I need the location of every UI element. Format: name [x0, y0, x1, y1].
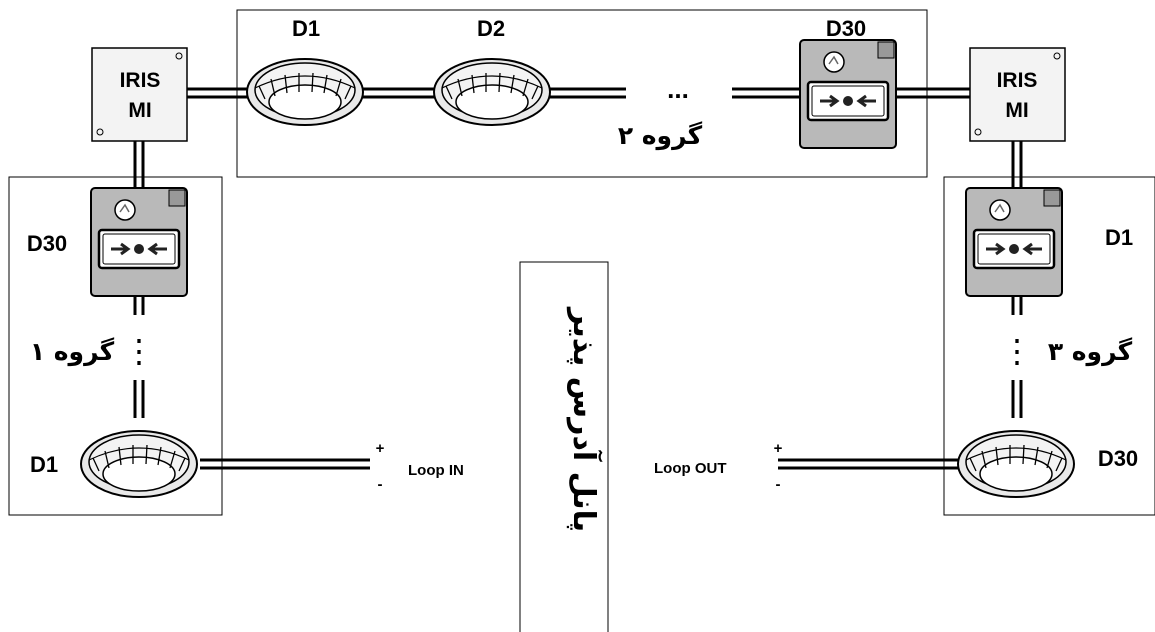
group1-label: گروه ۱	[30, 337, 115, 367]
manual-call-point-right-d1	[964, 186, 1064, 298]
smoke-detector-right-d30	[957, 430, 1075, 498]
addressable-panel-label: پانل آدرس پذیر	[566, 306, 603, 532]
manual-call-point-top-d30	[798, 38, 898, 150]
iris-mi-module-left: IRIS MI	[91, 47, 188, 142]
ellipsis-horizontal: ...	[667, 74, 689, 104]
loop-in-minus: -	[378, 476, 383, 493]
loop-out-label: Loop OUT	[654, 460, 726, 477]
label-right-d30: D30	[1098, 446, 1138, 471]
panel-frame	[519, 261, 609, 632]
group1-frame	[8, 176, 223, 516]
group3-label: گروه ۳	[1048, 337, 1133, 367]
group3-frame	[943, 176, 1155, 516]
loop-out-plus: +	[774, 440, 783, 457]
manual-call-point-left-d30	[89, 186, 189, 298]
loop-in-plus: +	[376, 440, 385, 457]
label-left-d1: D1	[30, 452, 58, 477]
smoke-detector-top-d1	[246, 58, 364, 126]
ellipsis-right-vertical: ⋮	[1001, 333, 1033, 369]
label-left-d30: D30	[27, 231, 67, 256]
ellipsis-left-vertical: ⋮	[123, 333, 155, 369]
group2-label: گروه ۲	[618, 121, 703, 151]
smoke-detector-left-d1	[80, 430, 198, 498]
module-left-line2: MI	[128, 99, 151, 122]
label-top-d1: D1	[292, 16, 320, 41]
iris-mi-module-right: IRIS MI	[969, 47, 1066, 142]
group2-frame	[236, 9, 928, 178]
label-top-d30: D30	[826, 16, 866, 41]
loop-wiring	[133, 87, 1023, 470]
loop-out-minus: -	[776, 476, 781, 493]
loop-in-label: Loop IN	[408, 462, 464, 479]
module-right-line1: IRIS	[997, 69, 1038, 92]
module-right-line2: MI	[1005, 99, 1028, 122]
smoke-detector-top-d2	[433, 58, 551, 126]
label-right-d1: D1	[1105, 225, 1133, 250]
label-top-d2: D2	[477, 16, 505, 41]
module-left-line1: IRIS	[120, 69, 161, 92]
